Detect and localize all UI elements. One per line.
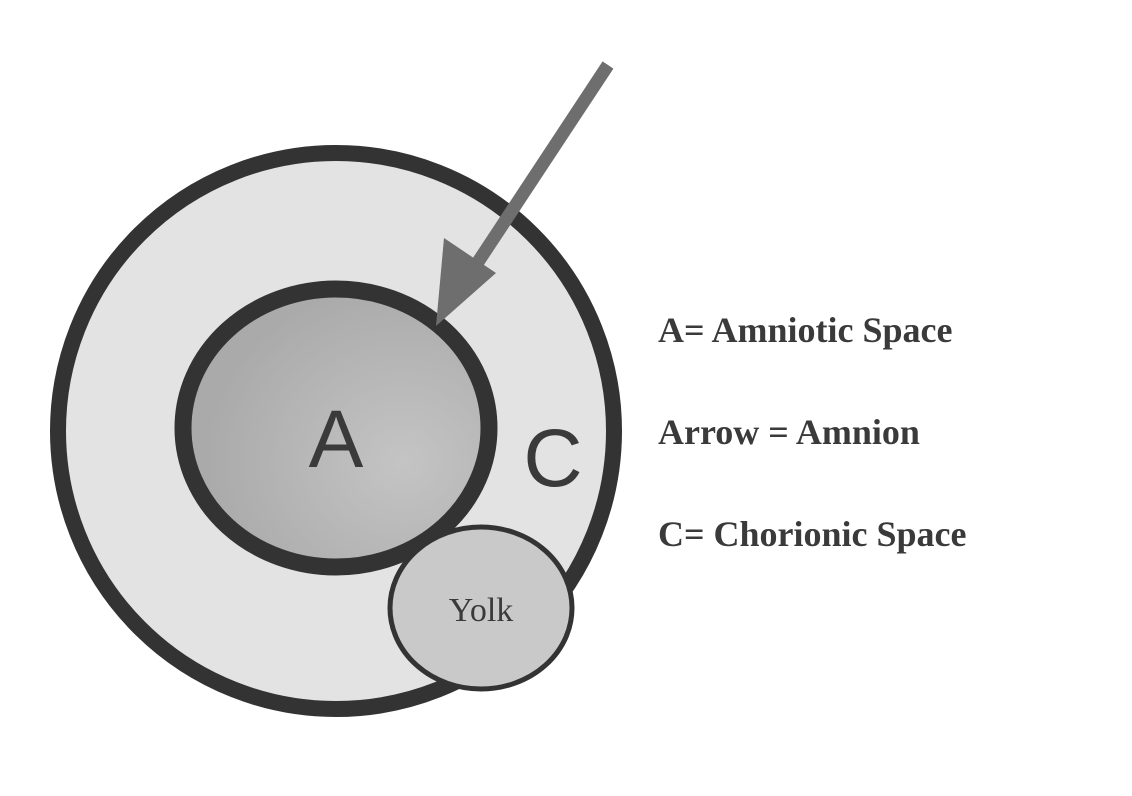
legend-item-amniotic-space: A= Amniotic Space bbox=[658, 310, 953, 350]
yolk-label: Yolk bbox=[449, 592, 514, 629]
legend-item-amnion-arrow: Arrow = Amnion bbox=[658, 412, 920, 452]
amnion-arrow-head bbox=[436, 238, 496, 326]
yolk-sac bbox=[387, 524, 575, 692]
amnion-arrow-shaft bbox=[472, 61, 614, 266]
legend-item-chorionic-space: C= Chorionic Space bbox=[658, 514, 967, 554]
amniotic-cavity bbox=[174, 280, 498, 576]
amniotic-space-label: A bbox=[309, 394, 364, 485]
chorionic-space-label: C bbox=[523, 413, 582, 504]
legend: A= Amniotic Space Arrow = Amnion C= Chor… bbox=[658, 304, 1118, 610]
